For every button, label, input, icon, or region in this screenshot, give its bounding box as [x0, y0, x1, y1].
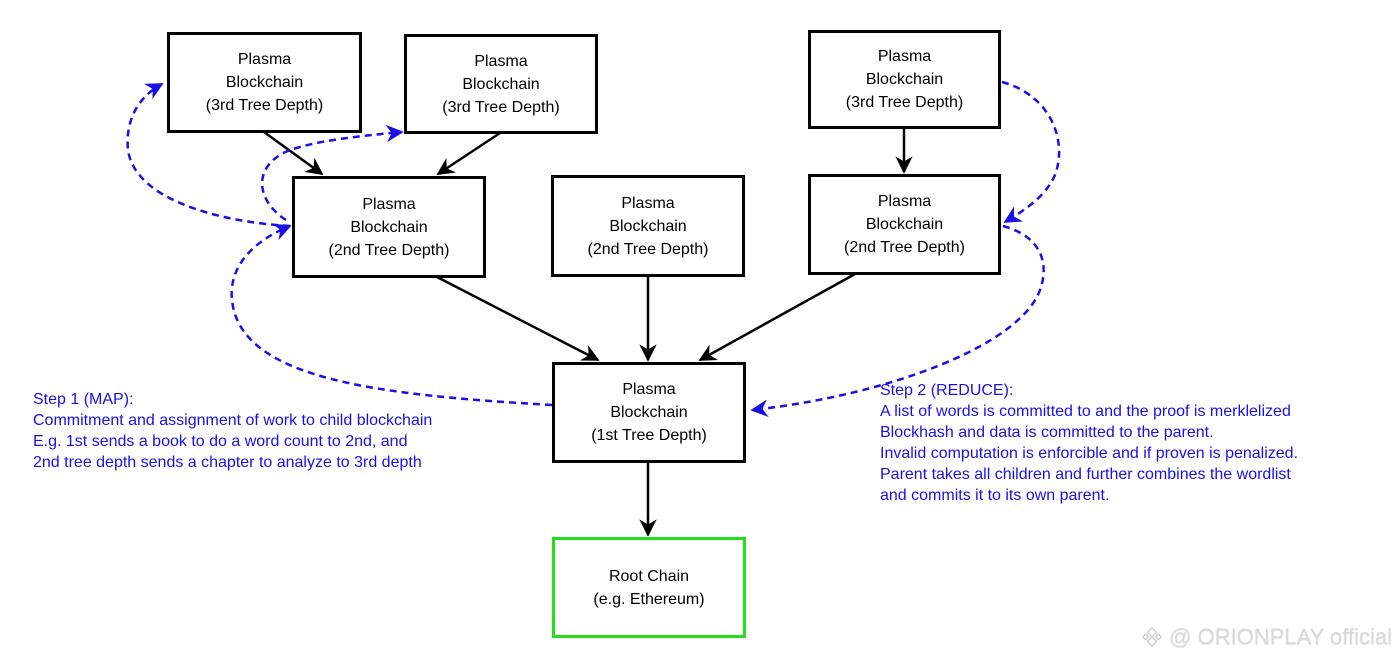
- watermark-text: @ ORIONPLAY official: [1169, 624, 1392, 649]
- node-third-depth-c: Plasma Blockchain (3rd Tree Depth): [808, 30, 1001, 129]
- node-line: (1st Tree Depth): [591, 427, 707, 444]
- node-line: Blockchain: [225, 74, 304, 91]
- reduce-step-title: Step 2 (REDUCE):: [880, 382, 1014, 399]
- edge-third-a-to-second-a: [263, 130, 324, 176]
- node-line: (3rd Tree Depth): [442, 98, 560, 116]
- reduce-step-line: Parent takes all children and further co…: [880, 466, 1291, 483]
- watermark: @ ORIONPLAY official: [1141, 624, 1392, 650]
- node-third-depth-b: Plasma Blockchain (3rd Tree Depth): [404, 34, 598, 134]
- node-line: Plasma: [877, 48, 932, 65]
- map-step-line: E.g. 1st sends a book to do a word count…: [33, 433, 408, 450]
- reduce-step-line: and commits it to its own parent.: [880, 487, 1110, 504]
- node-line: Plasma: [621, 194, 675, 212]
- map-step-note: Step 1 (MAP): Commitment and assignment …: [33, 389, 432, 473]
- node-line: Blockchain: [865, 71, 944, 88]
- node-line: Blockchain: [609, 217, 687, 235]
- dashed-third-c-to-second-c: [1001, 80, 1061, 224]
- node-line: Plasma: [362, 195, 416, 213]
- node-line: Plasma: [877, 193, 932, 210]
- edge-second-a-to-first: [436, 275, 600, 362]
- node-line: (2nd Tree Depth): [844, 239, 965, 256]
- reduce-step-line: A list of words is committed to and the …: [880, 403, 1291, 420]
- binance-logo-icon: [1141, 626, 1163, 648]
- reduce-step-line: Blockhash and data is committed to the p…: [880, 424, 1214, 441]
- node-third-depth-a: Plasma Blockchain (3rd Tree Depth): [167, 32, 362, 133]
- node-line: Blockchain: [610, 404, 688, 421]
- reduce-step-line: Invalid computation is enforcible and if…: [880, 445, 1299, 462]
- node-second-depth-b: Plasma Blockchain (2nd Tree Depth): [551, 175, 745, 277]
- node-line: (2nd Tree Depth): [328, 241, 450, 259]
- node-second-depth-c: Plasma Blockchain (2nd Tree Depth): [808, 174, 1001, 275]
- reduce-step-note: Step 2 (REDUCE): A list of words is comm…: [880, 380, 1298, 506]
- node-line: Plasma: [237, 51, 292, 68]
- node-root-chain: Root Chain (e.g. Ethereum): [552, 537, 746, 638]
- node-first-depth: Plasma Blockchain (1st Tree Depth): [552, 362, 746, 463]
- dashed-second-a-to-third-a: [126, 82, 291, 228]
- map-step-title: Step 1 (MAP):: [33, 391, 134, 408]
- dashed-first-to-second-a: [230, 223, 553, 407]
- map-step-line: 2nd tree depth sends a chapter to analyz…: [33, 454, 422, 471]
- node-line: Plasma: [622, 381, 676, 398]
- node-line: Blockchain: [350, 218, 428, 236]
- node-line: Root Chain: [608, 567, 690, 585]
- node-line: (e.g. Ethereum): [593, 590, 705, 608]
- node-line: (3rd Tree Depth): [205, 97, 324, 114]
- node-line: Blockchain: [865, 216, 944, 233]
- node-line: Plasma: [474, 52, 528, 70]
- dashed-second-c-to-first: [750, 224, 1045, 417]
- edge-third-b-to-second-a: [436, 131, 501, 176]
- node-second-depth-a: Plasma Blockchain (2nd Tree Depth): [292, 176, 486, 278]
- node-line: (2nd Tree Depth): [587, 240, 709, 258]
- dashed-second-a-to-third-b: [261, 124, 404, 222]
- edge-second-c-to-first: [698, 272, 856, 362]
- node-line: Blockchain: [462, 75, 540, 93]
- map-step-line: Commitment and assignment of work to chi…: [33, 412, 433, 429]
- node-line: (3rd Tree Depth): [845, 94, 964, 111]
